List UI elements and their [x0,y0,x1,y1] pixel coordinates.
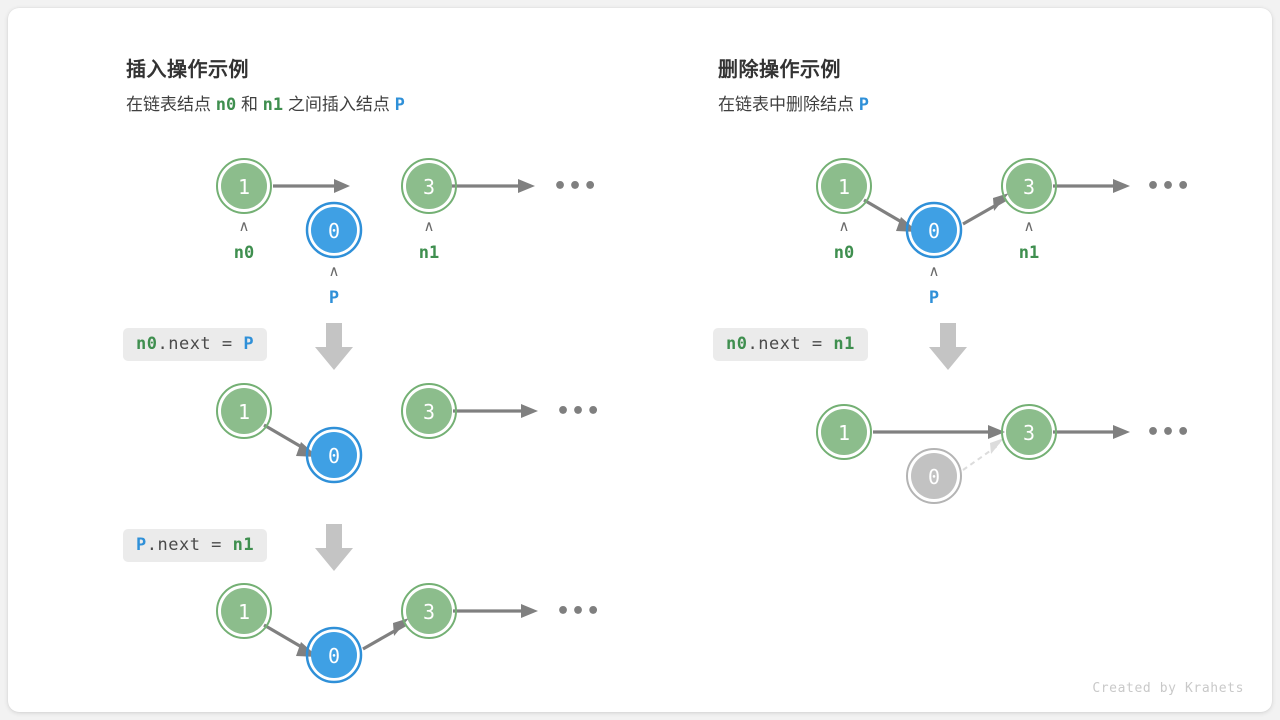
node-value: 0 [328,219,340,243]
node-value: 0 [928,465,940,489]
code-token-n1: n1 [232,535,255,555]
code-token-next: .next = [747,334,834,354]
insert-diagram-step2: ••• 1 0 3 [216,583,598,684]
pointer-label-n0: n0 [234,243,254,263]
panel-delete: 删除操作示例 在链表中删除结点 P ••• 1 [640,8,1272,712]
node-value: 0 [928,219,940,243]
code-token-p: P [243,334,255,354]
node-value: 1 [838,421,850,445]
insert-diagram-initial: ••• 1 ∧ n0 0 ∧ P 3 ∧ [216,158,598,308]
diagram-card: 插入操作示例 在链表结点 n0 和 n1 之间插入结点 P ••• 1 [8,8,1272,712]
node-green-1: 1 [816,158,872,214]
node-green-3: 3 [401,158,457,214]
node-value: 0 [328,444,340,468]
node-green-1: 1 [816,404,872,460]
arrow-node3-to-tail [1053,425,1130,439]
node-value: 3 [1023,421,1035,445]
step-down-arrow-2 [315,524,353,571]
node-value: 3 [423,175,435,199]
node-blue-0: 0 [905,201,963,259]
tail-dots: ••• [556,399,598,424]
code-chip-p-next-n1: P.next = n1 [123,529,268,562]
subtitle-text-1: 在链表结点 [126,95,216,114]
node-gray-0-deleted: 0 [906,448,962,504]
insert-diagram-step1: ••• 1 0 3 [216,383,598,484]
caret-icon-p: ∧ [929,262,940,280]
tail-dots: ••• [1146,420,1191,445]
step-down-arrow-1 [929,323,967,370]
node-value: 1 [238,175,250,199]
subtitle-text-2: 和 [236,95,263,114]
arrow-node3-to-tail [1053,179,1130,193]
node-green-1: 1 [216,583,272,639]
subtitle-token-n0: n0 [215,95,237,115]
node-value: 3 [423,600,435,624]
arrow-node1-to-node3 [873,425,1005,439]
code-token-p: P [136,535,147,555]
panel-insert: 插入操作示例 在链表结点 n0 和 n1 之间插入结点 P ••• 1 [8,8,640,712]
arrow-node0-to-node3 [962,193,1009,226]
arrow-node3-to-tail [453,604,538,618]
node-green-1: 1 [216,158,272,214]
node-value: 3 [423,400,435,424]
arrow-node0-to-node3-dashed [962,438,1004,471]
caret-icon-n0: ∧ [239,217,250,235]
node-value: 1 [238,400,250,424]
step-down-arrow-1 [315,323,353,370]
subtitle-token-n1: n1 [262,95,284,115]
code-chip-n0-next-n1: n0.next = n1 [713,328,868,361]
code-token-n0: n0 [726,334,748,354]
node-blue-0: 0 [305,626,363,684]
node-value: 1 [238,600,250,624]
pointer-label-p: P [929,288,939,308]
node-green-3: 3 [401,583,457,639]
arrow-node3-to-tail [453,404,538,418]
tail-dots: ••• [556,599,598,624]
arrow-node1-to-node3 [273,179,350,193]
node-green-3: 3 [1001,158,1057,214]
pointer-label-p: P [329,288,339,308]
tail-dots: ••• [553,174,598,199]
node-value: 1 [838,175,850,199]
delete-diagram-result: ••• 1 0 3 [816,404,1191,504]
credit-footer: Created by Krahets [1092,681,1244,696]
node-green-1: 1 [216,383,272,439]
caret-icon-p: ∧ [329,262,340,280]
pointer-label-n1: n1 [1019,243,1039,263]
arrow-node0-to-node3 [362,618,409,651]
subtitle-text-3: 之间插入结点 [283,95,395,114]
node-blue-0: 0 [305,201,363,259]
insert-panel-subtitle: 在链表结点 n0 和 n1 之间插入结点 P [126,90,405,115]
caret-icon-n1: ∧ [1024,217,1035,235]
subtitle-token-p: P [858,95,869,115]
caret-icon-n1: ∧ [424,217,435,235]
node-value: 0 [328,644,340,668]
pointer-label-n1: n1 [419,243,439,263]
code-token-next: .next = [146,535,233,555]
node-value: 3 [1023,175,1035,199]
tail-dots: ••• [1146,174,1191,199]
subtitle-token-p: P [394,95,405,115]
insert-panel-title: 插入操作示例 [126,59,249,81]
node-blue-0: 0 [305,426,363,484]
pointer-label-n0: n0 [834,243,854,263]
code-chip-n0-next-p: n0.next = P [123,328,268,361]
caret-icon-n0: ∧ [839,217,850,235]
delete-panel-title: 删除操作示例 [718,59,841,81]
code-token-n0: n0 [136,334,158,354]
node-green-3: 3 [401,383,457,439]
code-token-n1: n1 [833,334,855,354]
node-green-3: 3 [1001,404,1057,460]
delete-diagram-initial: ••• 1 ∧ n0 0 ∧ P 3 ∧ n1 [816,158,1191,308]
subtitle-text-1: 在链表中删除结点 [718,95,859,114]
code-token-next: .next = [157,334,244,354]
delete-panel-subtitle: 在链表中删除结点 P [718,90,869,115]
